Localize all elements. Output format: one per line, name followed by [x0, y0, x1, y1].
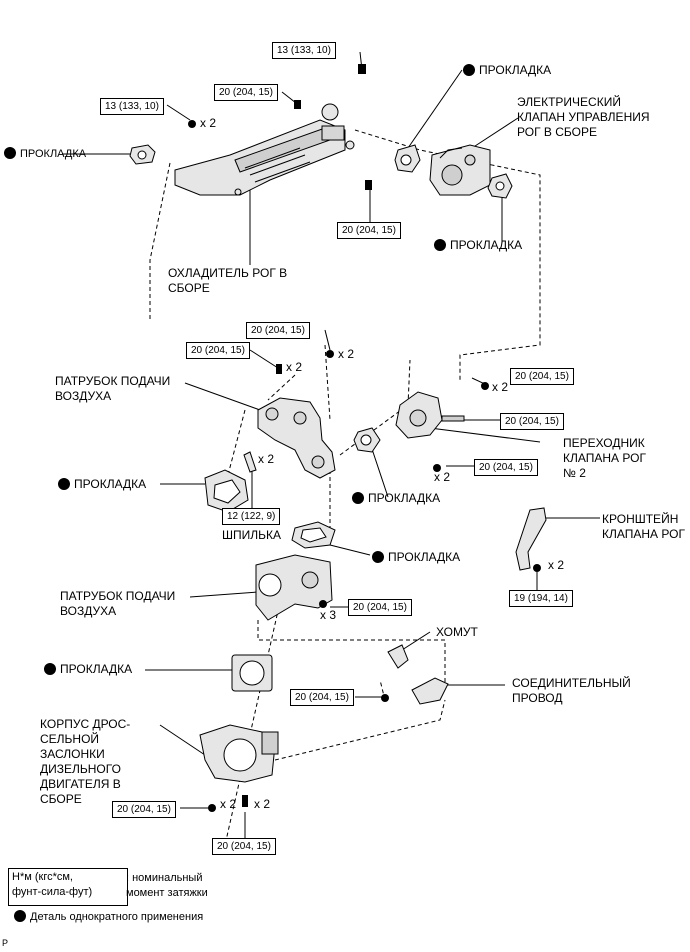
multiplier: x 3 — [320, 608, 337, 622]
torque-box: 20 (204, 15) — [348, 599, 412, 616]
throttle-body-label: КОРПУС ДРОС- СЕЛЬНОЙ ЗАСЛОНКИ ДИЗЕЛЬНОГО… — [40, 717, 131, 806]
torque-box: 12 (122, 9) — [222, 508, 281, 525]
torque-box: 20 (204, 15) — [290, 689, 354, 706]
legend-units-box: Н*м (кгс*см, фунт-сила-фут) — [8, 868, 128, 906]
leader-line — [421, 426, 541, 443]
torque-box: 20 (204, 15) — [246, 322, 310, 339]
multiplier: x 2 — [434, 470, 451, 484]
torque-box: 20 (204, 15) — [214, 84, 278, 101]
clamp-label: ХОМУТ — [436, 625, 478, 639]
gasket-label: ПРОКЛАДКА — [352, 491, 440, 506]
leader-line — [281, 91, 297, 104]
adapter-label: ПЕРЕХОДНИК КЛАПАНА РОГ № 2 — [563, 436, 646, 480]
multiplier: x 2 — [286, 360, 303, 374]
stud-part — [243, 451, 257, 473]
gasket-label: ПРОКЛАДКА — [4, 147, 86, 162]
assembly-line — [324, 344, 331, 421]
leader-line — [184, 382, 261, 411]
assembly-line — [224, 579, 286, 846]
bolt-icon — [358, 64, 366, 74]
leader-line — [159, 724, 206, 756]
air-pipe-lower-part — [255, 554, 333, 621]
bolt-icon — [533, 564, 541, 572]
bolt-icon — [276, 364, 282, 374]
torque-box: 20 (204, 15) — [212, 838, 276, 855]
leader-line — [249, 349, 279, 369]
bracket-part — [515, 507, 547, 571]
torque-box: 20 (204, 15) — [500, 413, 564, 430]
legend-units-description: : номинальный момент затяжки — [126, 872, 208, 899]
torque-box: 20 (204, 15) — [112, 801, 176, 818]
egr-cooler-part — [174, 103, 355, 196]
bolt-icon — [433, 464, 441, 472]
air-pipe-upper-label: ПАТРУБОК ПОДАЧИ ВОЗДУХА — [55, 374, 171, 403]
throttle-body-part — [199, 724, 279, 783]
multiplier: x 2 — [338, 347, 355, 361]
single-use-icon — [14, 910, 26, 922]
egr-valve-part — [429, 144, 491, 196]
single-use-icon — [372, 551, 384, 563]
bolt-icon — [294, 100, 301, 109]
single-use-icon — [4, 147, 16, 159]
torque-box: 20 (204, 15) — [186, 342, 250, 359]
bolt-icon — [365, 180, 372, 190]
multiplier: x 2 — [254, 797, 271, 811]
leader-line — [324, 329, 331, 351]
single-use-icon — [58, 478, 70, 490]
multiplier: x 2 — [492, 380, 509, 394]
stud-label: ШПИЛЬКА — [222, 528, 281, 542]
leader-line — [369, 442, 389, 498]
gasket-label: ПРОКЛАДКА — [58, 477, 146, 492]
bolt-icon — [188, 120, 196, 128]
clamp-part — [387, 644, 409, 669]
torque-box: 20 (204, 15) — [337, 222, 401, 239]
torque-box: 13 (133, 10) — [272, 42, 336, 59]
egr-valve-label: ЭЛЕКТРИЧЕСКИЙ КЛАПАН УПРАВЛЕНИЯ РОГ В СБ… — [517, 95, 650, 139]
bolt-icon — [381, 694, 389, 702]
gasket-label: ПРОКЛАДКА — [44, 662, 132, 677]
gasket-label: ПРОКЛАДКА — [434, 238, 522, 253]
bolt-icon — [208, 804, 216, 812]
torque-box: 13 (133, 10) — [100, 98, 164, 115]
assembly-line — [149, 162, 171, 320]
torque-box: 19 (194, 14) — [509, 590, 573, 607]
bolt-icon — [326, 350, 334, 358]
legend-units: Н*м (кгс*см, фунт-сила-фут) — [12, 871, 93, 898]
leader-line — [166, 104, 191, 121]
assembly-line — [227, 409, 246, 476]
assembly-line — [267, 374, 296, 401]
leader-line — [407, 69, 463, 149]
gasket-label: ПРОКЛАДКА — [463, 63, 551, 78]
wire-part — [411, 677, 449, 705]
legend-single-use: Деталь однократного применения — [14, 910, 203, 925]
single-use-icon — [352, 492, 364, 504]
bracket-label: КРОНШТЕЙН КЛАПАНА РОГ — [602, 512, 685, 541]
wire-label: СОЕДИНИТЕЛЬНЫЙ ПРОВОД — [512, 676, 631, 705]
bolt-icon — [242, 795, 248, 807]
leader-line — [471, 117, 519, 149]
multiplier: x 2 — [220, 797, 237, 811]
leader-line — [401, 631, 431, 651]
bolt-icon — [319, 600, 327, 608]
bolt-icon — [481, 382, 489, 390]
corner-mark: P — [2, 938, 9, 948]
leader-line — [189, 591, 259, 598]
assembly-line — [257, 620, 446, 690]
assembly-line — [274, 699, 446, 761]
egr-cooler-label: ОХЛАДИТЕЛЬ РОГ В СБОРЕ — [168, 266, 288, 295]
torque-box: 20 (204, 15) — [510, 368, 574, 385]
torque-box: 20 (204, 15) — [474, 459, 538, 476]
air-pipe-lower-label: ПАТРУБОК ПОДАЧИ ВОЗДУХА — [60, 589, 176, 618]
multiplier: x 2 — [258, 452, 275, 466]
gasket-label: ПРОКЛАДКА — [372, 550, 460, 565]
single-use-icon — [434, 239, 446, 251]
multiplier: x 2 — [200, 116, 217, 130]
multiplier: x 2 — [548, 558, 565, 572]
air-pipe-upper-part — [257, 397, 336, 479]
single-use-icon — [463, 64, 475, 76]
adapter-part — [395, 391, 465, 439]
single-use-icon — [44, 663, 56, 675]
